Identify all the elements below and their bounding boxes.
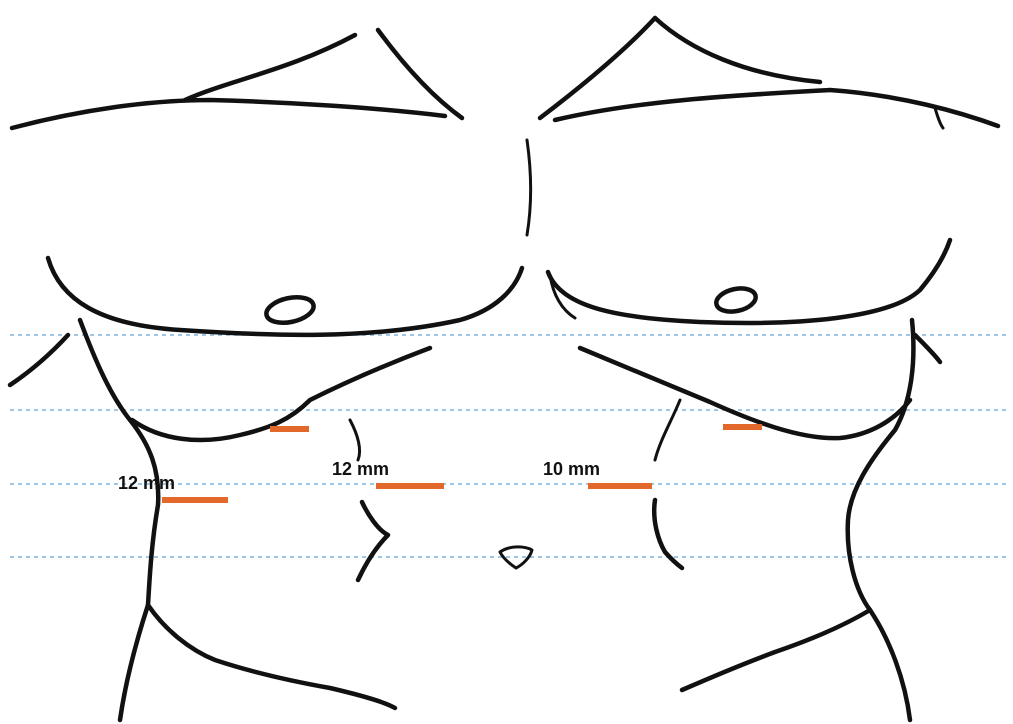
left-rectus-lower bbox=[358, 502, 388, 580]
right-arm-edge bbox=[915, 335, 940, 362]
left-neck-line bbox=[185, 35, 355, 100]
left-nipple bbox=[264, 293, 316, 326]
right-hip bbox=[870, 610, 910, 720]
right-shoulder bbox=[555, 90, 998, 126]
port-label-left-lateral: 12 mm bbox=[118, 473, 175, 493]
right-nipple bbox=[714, 285, 758, 315]
sternum-line bbox=[527, 140, 531, 235]
right-rectus-line bbox=[655, 400, 680, 460]
torso-illustration bbox=[10, 18, 998, 720]
port-label-midline-right: 10 mm bbox=[543, 459, 600, 479]
right-neck-line bbox=[540, 18, 655, 118]
reference-lines bbox=[10, 335, 1010, 557]
left-lower-flank bbox=[148, 605, 395, 708]
right-pectoral bbox=[548, 240, 950, 323]
right-lat bbox=[848, 320, 914, 610]
left-lat bbox=[80, 320, 158, 605]
left-neck-inner bbox=[378, 30, 462, 118]
left-shoulder bbox=[12, 100, 445, 128]
right-lower-flank bbox=[682, 610, 870, 690]
left-hip bbox=[120, 605, 148, 720]
right-neck-inner bbox=[655, 18, 820, 82]
left-rectus-line bbox=[350, 420, 360, 460]
port-label-midline-left: 12 mm bbox=[332, 459, 389, 479]
left-arm-edge bbox=[10, 335, 68, 385]
right-shoulder-tick bbox=[935, 108, 943, 128]
